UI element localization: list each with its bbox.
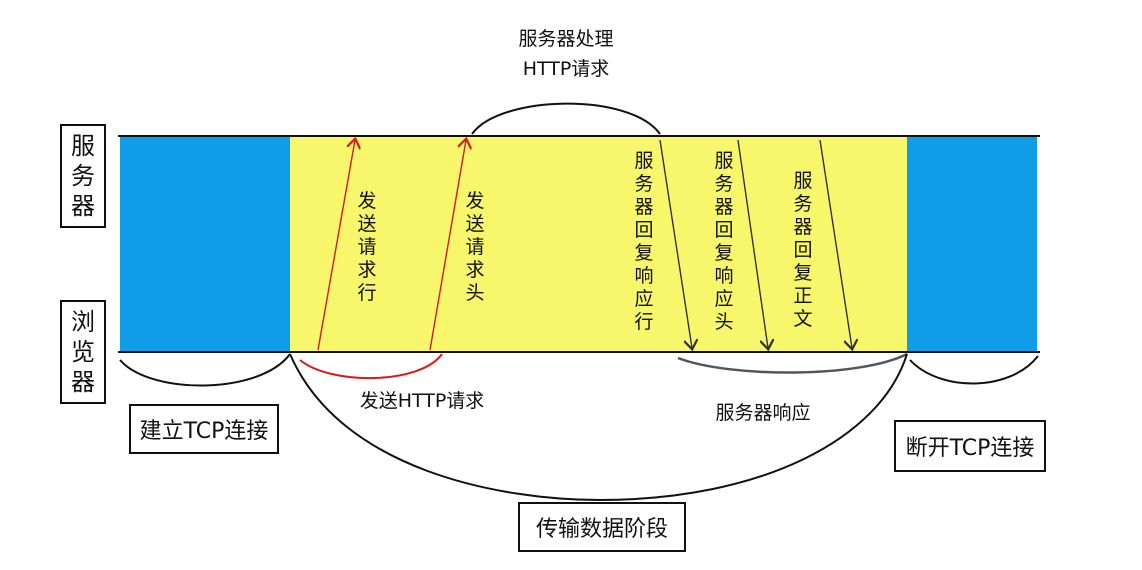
send-request-arc [299,353,443,380]
char: 务 [634,173,654,195]
char: 复 [634,242,654,264]
char: 正 [793,285,813,307]
server-char-1: 服 [71,132,95,160]
response-line-label: 服 务 器 回 复 响 应 行 [631,150,657,334]
char: 请 [357,236,377,258]
char: 发 [357,190,377,212]
server-char-2: 务 [71,162,95,190]
browser-char-2: 览 [71,338,95,366]
char: 器 [634,196,654,218]
char: 头 [465,282,485,304]
char: 应 [634,288,654,310]
server-response-label: 服务器响应 [715,402,811,424]
char: 务 [714,173,734,195]
tcp-establish-arc [119,353,291,387]
server-processing-line1: 服务器处理 [518,28,614,50]
response-body-arrow [819,139,852,348]
char: 服 [714,150,734,172]
send-request-header-arrow [429,140,466,351]
http-transfer-region [290,136,907,352]
char: 应 [714,288,734,310]
char: 发 [465,190,485,212]
server-processing-label: 服务器处理 HTTP请求 [510,24,622,84]
char: 服 [793,170,813,192]
tcp-disconnect-arc [909,355,1039,385]
server-response-arc [677,352,908,374]
char: 送 [465,213,485,235]
char: 响 [634,265,654,287]
browser-label-box: 浏 览 器 [60,300,106,404]
char: 器 [793,216,813,238]
char: 回 [634,219,654,241]
response-line-arrow [659,139,692,348]
server-processing-arc [471,102,661,135]
char: 文 [793,308,813,330]
browser-char-3: 器 [71,368,95,396]
char: 器 [714,196,734,218]
response-header-arrow [737,139,768,348]
char: 求 [357,259,377,281]
send-request-label: 发送HTTP请求 [359,390,485,412]
char: 行 [634,311,654,333]
char: 响 [714,265,734,287]
send-request-line-arrow [317,140,355,351]
send-request-line-label: 发 送 请 求 行 [354,190,380,305]
transfer-phase-label: 传输数据阶段 [535,517,668,542]
char: 头 [714,311,734,333]
char: 回 [793,239,813,261]
char: 回 [714,219,734,241]
establish-tcp-box: 建立TCP连接 [129,404,279,454]
tcp-disconnect-region [907,136,1037,352]
char: 务 [793,193,813,215]
char: 求 [465,259,485,281]
char: 复 [714,242,734,264]
server-processing-line2: HTTP请求 [522,58,610,80]
char: 服 [634,150,654,172]
disconnect-tcp-box: 断开TCP连接 [894,420,1046,472]
transfer-phase-arc [289,353,908,502]
establish-tcp-label: 建立TCP连接 [139,419,269,444]
char: 送 [357,213,377,235]
char: 行 [357,282,377,304]
browser-char-1: 浏 [71,308,95,336]
response-body-label: 服 务 器 回 复 正 文 [790,170,816,331]
disconnect-tcp-label: 断开TCP连接 [905,436,1035,461]
server-label-box: 服 务 器 [60,124,106,228]
char: 复 [793,262,813,284]
tcp-establish-region [120,136,290,352]
response-header-label: 服 务 器 回 复 响 应 头 [711,150,737,334]
send-request-header-label: 发 送 请 求 头 [462,190,488,305]
char: 请 [465,236,485,258]
transfer-phase-box: 传输数据阶段 [518,502,686,552]
server-char-3: 器 [71,192,95,220]
